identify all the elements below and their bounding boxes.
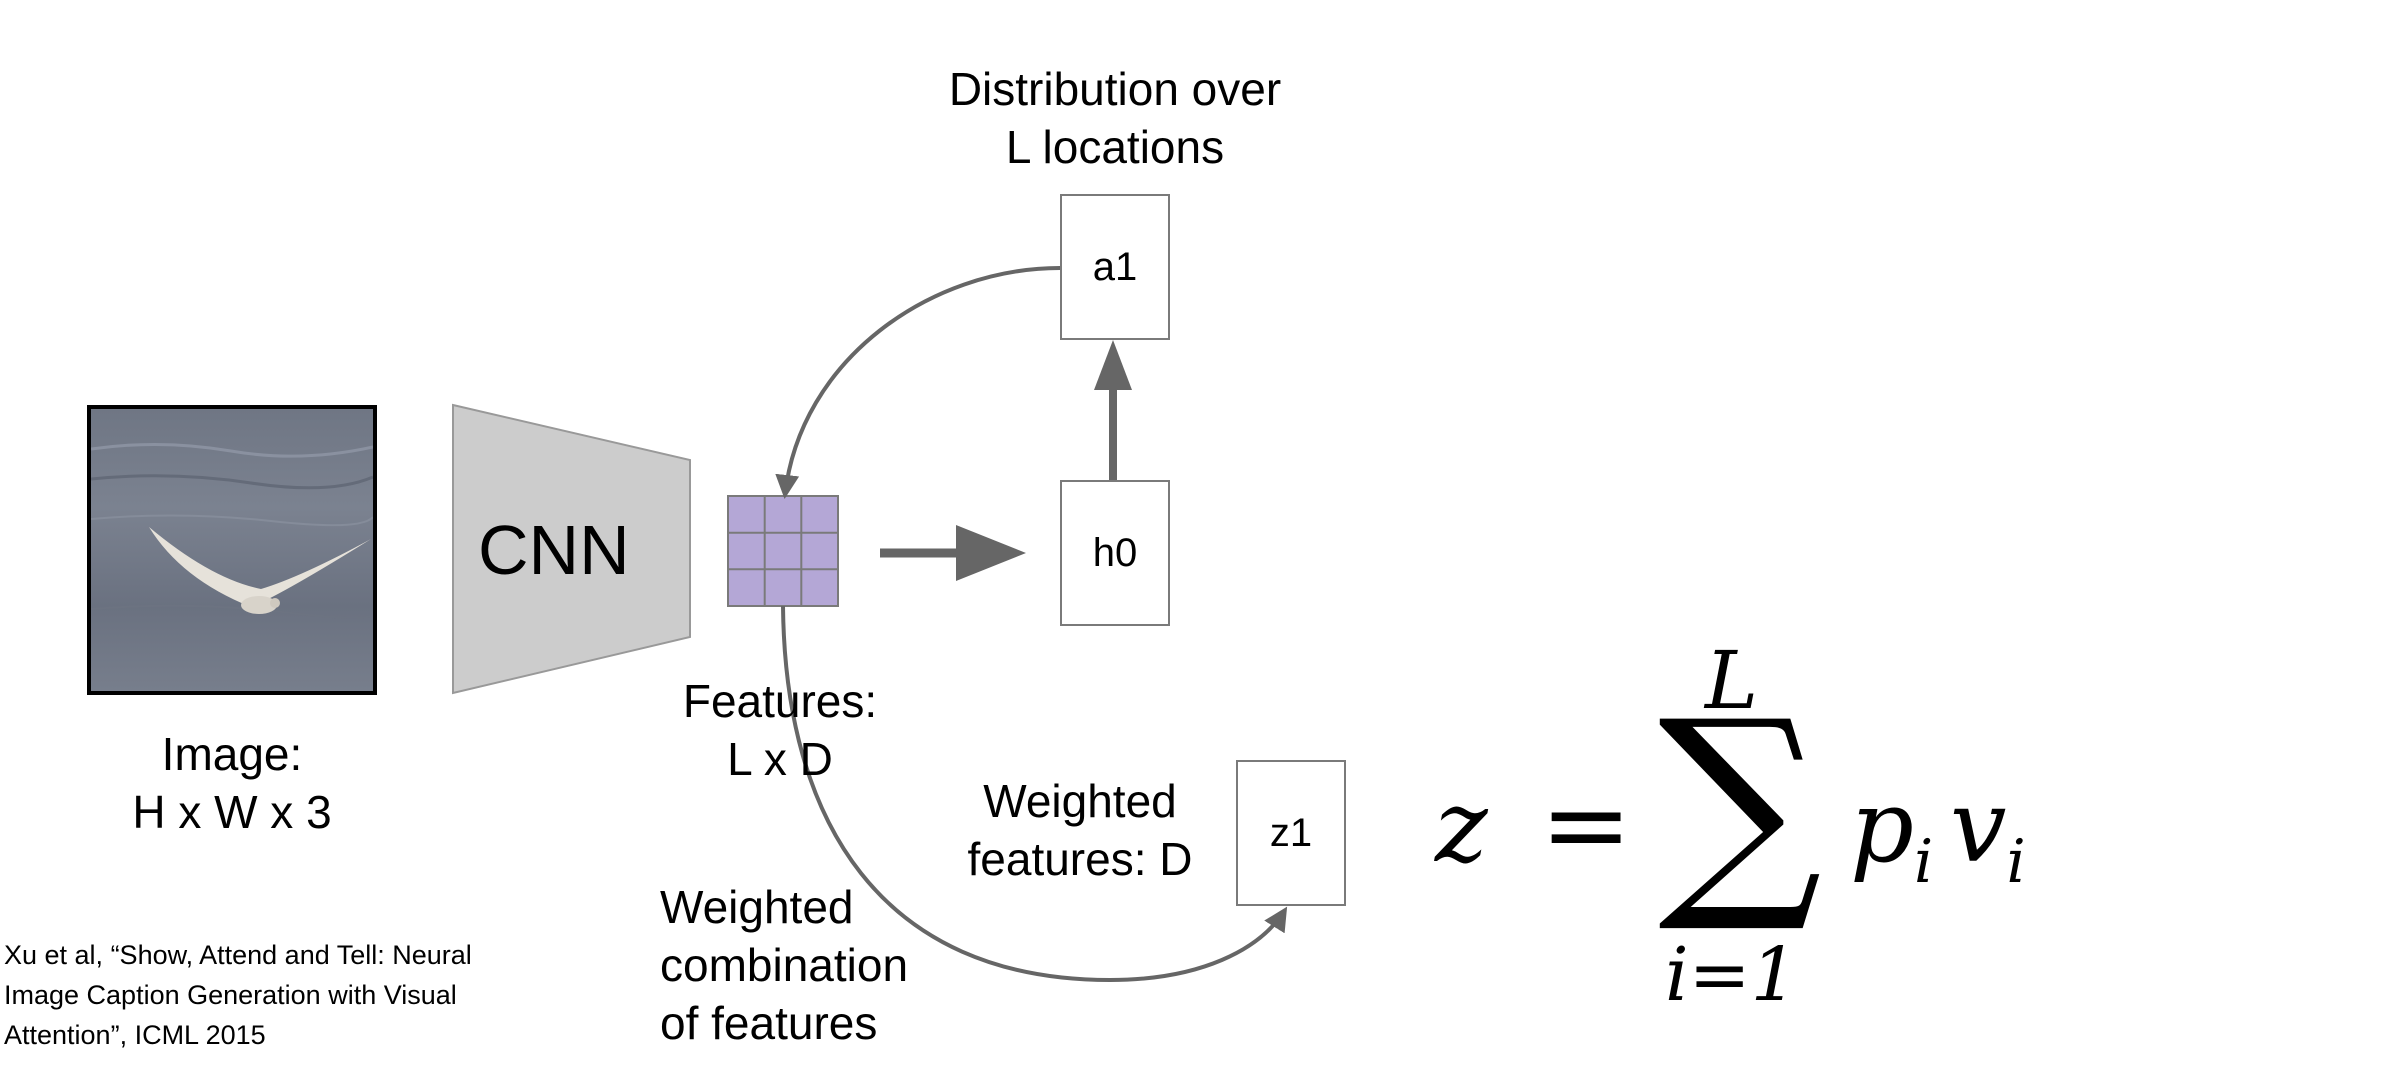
weighted-combination-label: Weighted combination of features	[660, 881, 909, 1049]
z1-box: z1	[1236, 760, 1346, 906]
features-label: Features: L x D	[682, 675, 878, 785]
formula-z: z	[1435, 768, 1488, 885]
formula-term-p: pi	[1850, 768, 1934, 897]
arrow-h0-to-a1	[1094, 340, 1132, 480]
image-label: Image: H x W x 3	[132, 728, 332, 838]
bird-icon	[91, 442, 373, 619]
a1-box: a1	[1060, 194, 1170, 340]
a1-label: a1	[1092, 244, 1138, 289]
h0-box: h0	[1060, 480, 1170, 626]
weighted-features-label: Weighted features: D	[967, 775, 1193, 885]
cnn-label: CNN	[478, 511, 630, 589]
bird-photo	[87, 405, 377, 695]
weighted-sum-formula: z = L ∑ i=1 pi vi	[1430, 634, 2070, 1020]
formula-term-v: vi	[1950, 768, 2026, 897]
arrow-a1-to-features	[775, 266, 1061, 499]
z1-label: z1	[1269, 810, 1313, 855]
h0-label: h0	[1092, 530, 1138, 575]
formula-sum-symbol: ∑	[1658, 672, 1823, 939]
formula-equals: =	[1540, 760, 1633, 888]
citation: Xu et al, “Show, Attend and Tell: Neural…	[4, 940, 472, 1050]
features-grid	[727, 495, 839, 607]
arrow-features-to-z1	[781, 605, 1288, 983]
cnn-block	[452, 403, 691, 695]
formula-upper-limit: L	[1705, 634, 1759, 727]
arrow-features-to-h0	[880, 525, 1026, 581]
distribution-label: Distribution over L locations	[948, 63, 1282, 173]
formula-lower-limit: i=1	[1665, 932, 1798, 1018]
